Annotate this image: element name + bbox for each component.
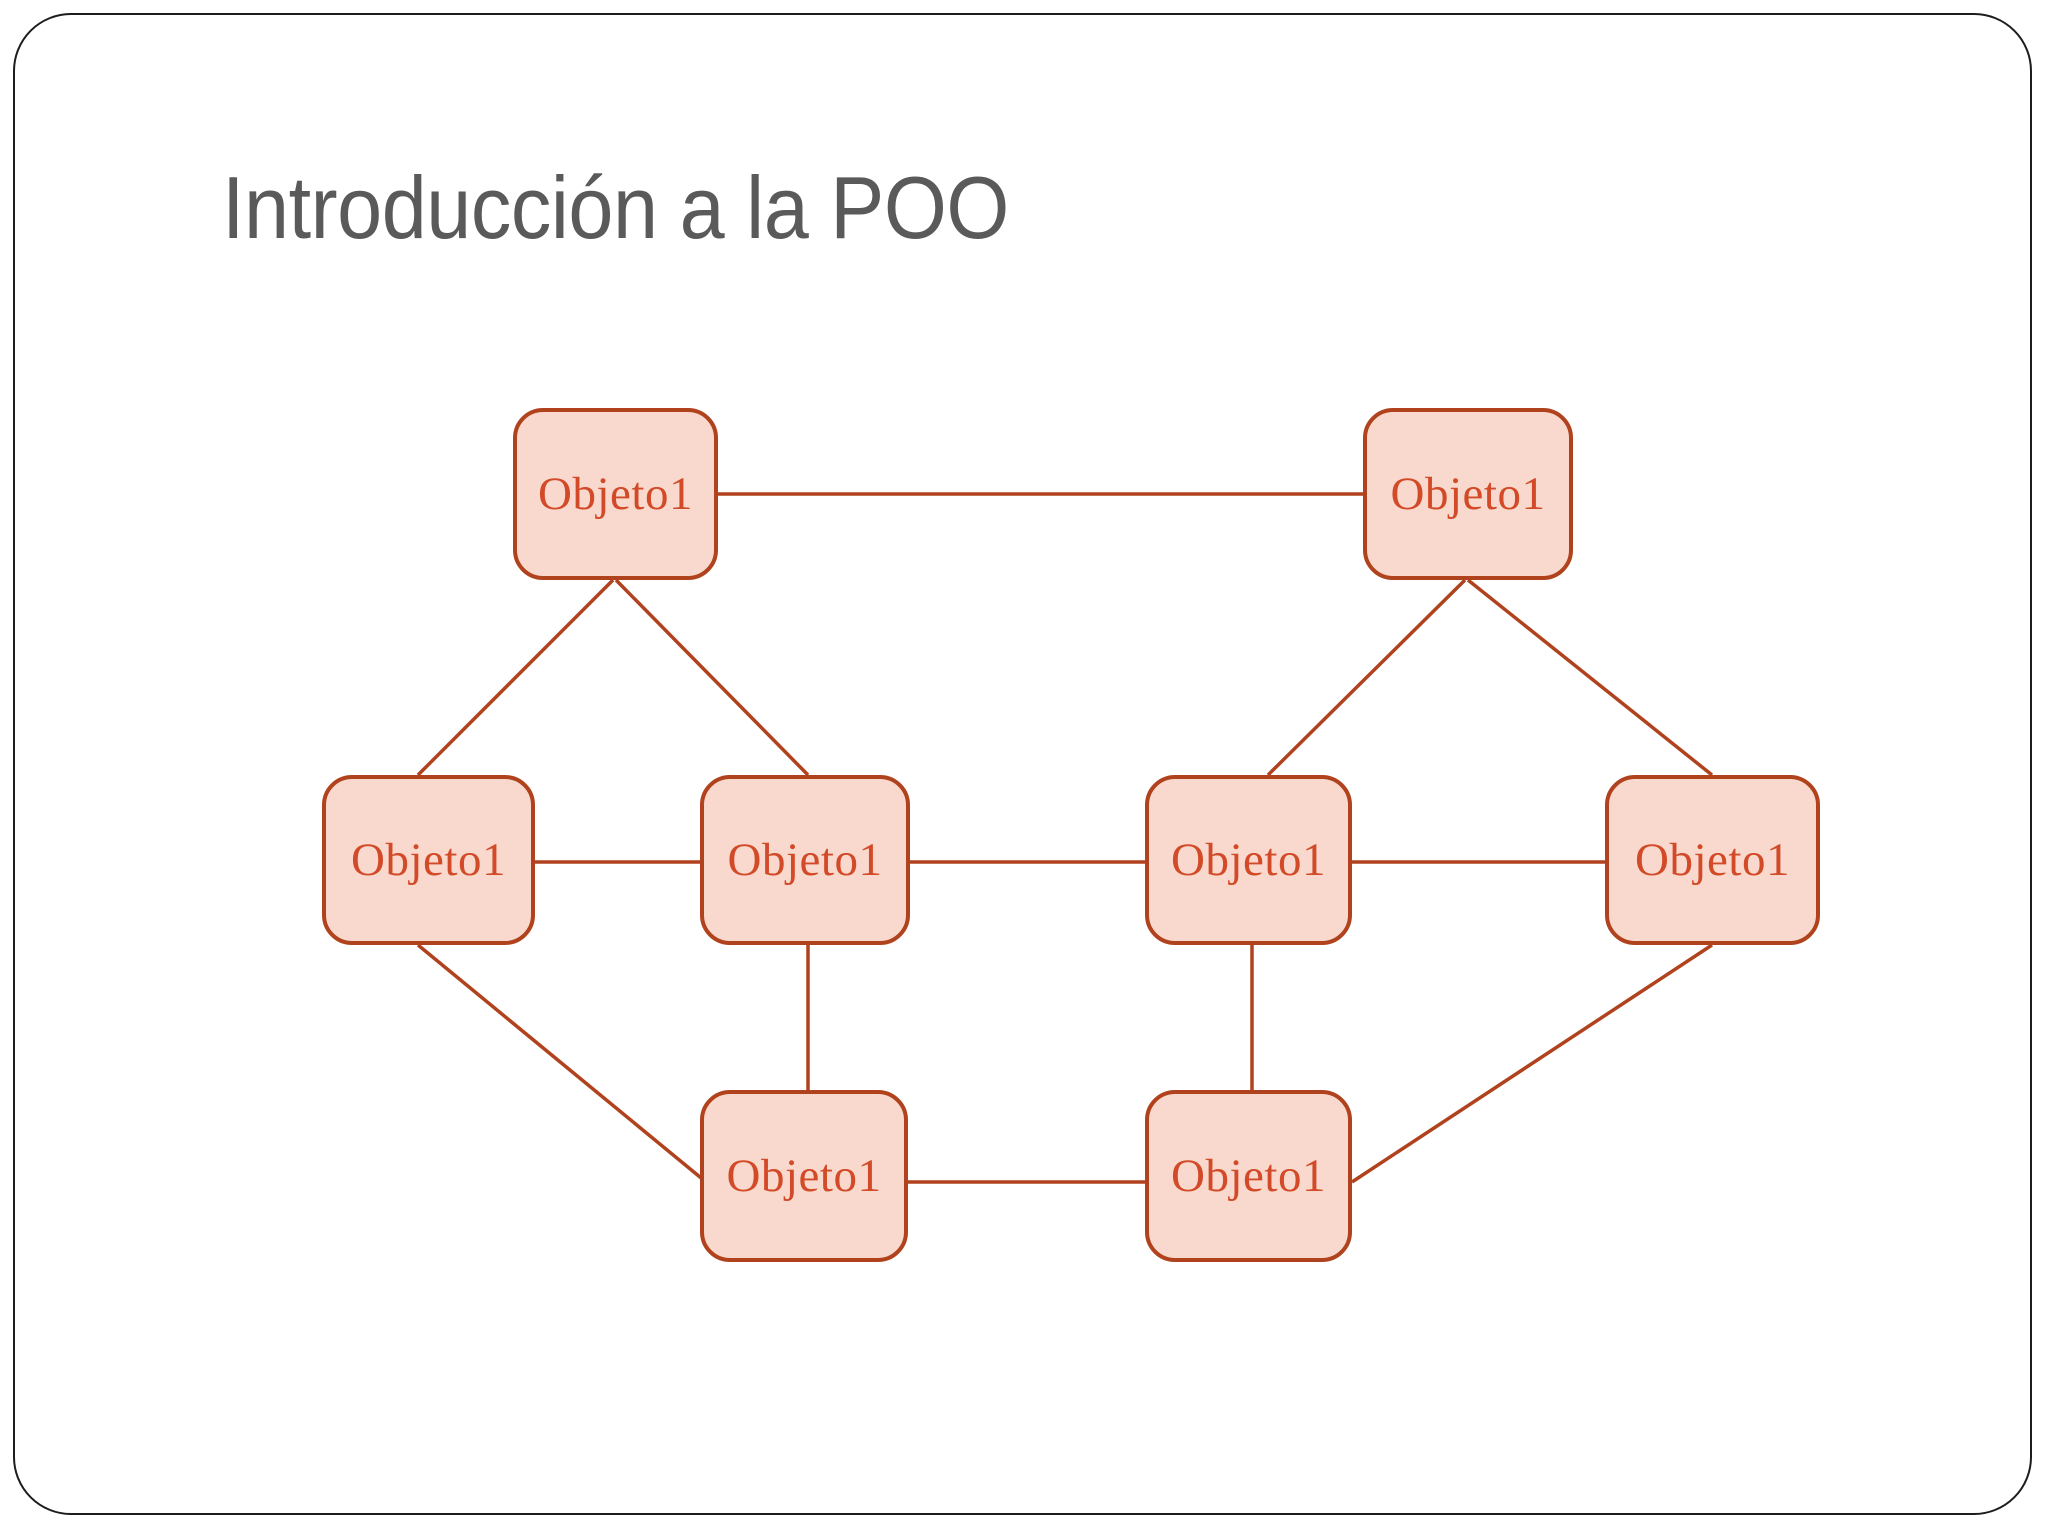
node-box-n1[interactable]: Objeto1 (513, 408, 718, 580)
node-box-n6[interactable]: Objeto1 (1605, 775, 1820, 945)
edge-n2-n6 (1466, 578, 1714, 777)
node-box-n3[interactable]: Objeto1 (322, 775, 535, 945)
page-title: Introducción a la POO (222, 158, 1009, 257)
edge-n3-n7 (416, 943, 708, 1184)
edge-n1-n4 (614, 578, 810, 777)
node-label: Objeto1 (1390, 467, 1546, 520)
node-label: Objeto1 (726, 1149, 882, 1202)
edge-n6-n8 (1351, 943, 1713, 1184)
node-label: Objeto1 (1635, 833, 1790, 886)
node-box-n8[interactable]: Objeto1 (1145, 1090, 1352, 1262)
node-label: Objeto1 (351, 833, 506, 886)
edge-n1-n3 (416, 578, 615, 777)
node-box-n5[interactable]: Objeto1 (1145, 775, 1352, 945)
node-label: Objeto1 (538, 467, 693, 520)
node-label: Objeto1 (1171, 833, 1326, 886)
node-box-n2[interactable]: Objeto1 (1363, 408, 1573, 580)
node-box-n7[interactable]: Objeto1 (700, 1090, 908, 1262)
node-label: Objeto1 (727, 833, 883, 886)
edge-n2-n5 (1266, 578, 1467, 777)
node-label: Objeto1 (1171, 1149, 1326, 1202)
node-box-n4[interactable]: Objeto1 (700, 775, 910, 945)
